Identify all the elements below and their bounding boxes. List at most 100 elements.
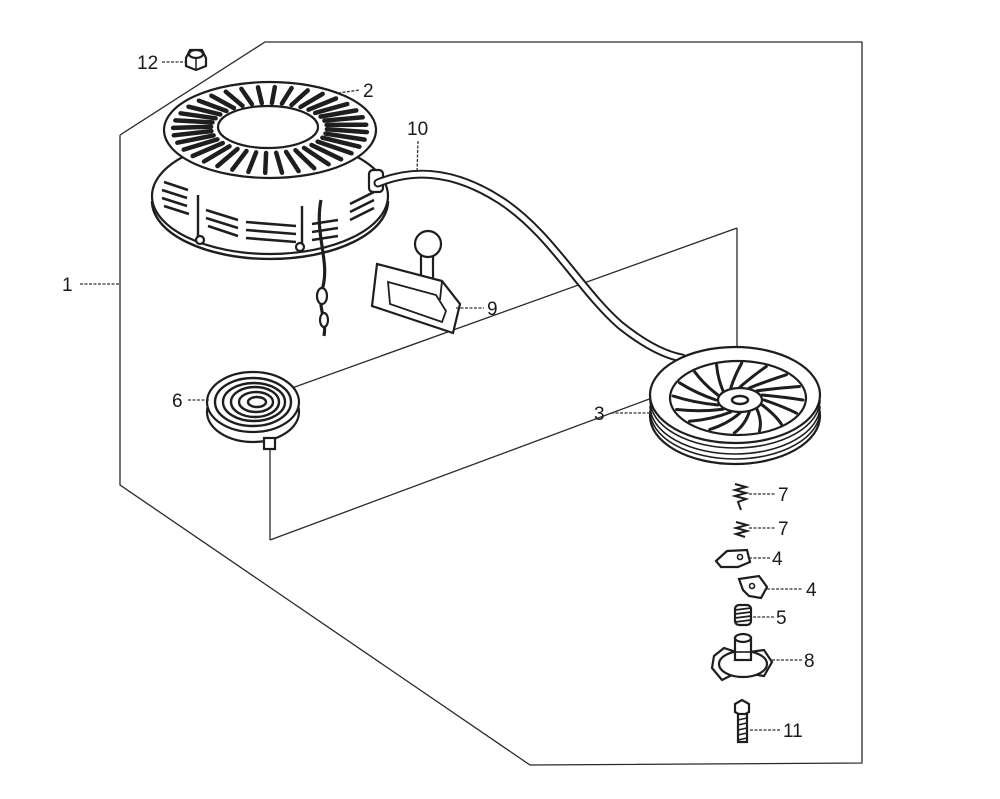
cover-vent-slot	[298, 91, 325, 110]
cover-vent-slot	[309, 142, 344, 162]
callout-label: 12	[137, 53, 158, 74]
cover-vent-slot	[323, 131, 367, 142]
cover-vent-slot	[201, 144, 232, 164]
leader-lines	[80, 61, 803, 731]
reel-spoke	[760, 393, 805, 402]
ratchet-pivot-upper	[736, 553, 744, 561]
cover-screw-boss-right	[294, 241, 306, 253]
cover-vent-slots	[170, 84, 370, 176]
leader-line	[337, 89, 361, 94]
cover-vent-slot	[196, 98, 229, 114]
friction-plate-hub-top	[733, 632, 753, 644]
cover-vent-slot	[223, 89, 245, 109]
cover-vent-slot	[186, 104, 223, 117]
reel-spoke	[708, 411, 742, 431]
spring-coil	[237, 390, 275, 414]
callout-label: 4	[806, 580, 817, 601]
screw-head	[733, 698, 751, 718]
cover-vent-slot	[318, 108, 359, 119]
callout-label: 8	[804, 651, 815, 672]
ratchet-spring-upper-drawing	[731, 483, 750, 511]
ratchet-upper-drawing	[714, 548, 752, 569]
callout-label: 9	[487, 299, 498, 320]
friction-plate-drawing	[710, 632, 774, 682]
cover-vent-slot	[306, 96, 339, 112]
cover-vent-slot	[322, 115, 365, 123]
callout-label: 1	[62, 275, 73, 296]
sub-assembly-frame	[269, 227, 738, 541]
reel-spoke	[678, 381, 718, 402]
spring-coil	[213, 376, 293, 428]
spring-coil	[221, 381, 287, 423]
reel-spoke	[747, 373, 788, 390]
callout-label: 11	[783, 721, 803, 742]
cover-vent-slot	[175, 133, 216, 145]
cord-knot-lower	[318, 311, 330, 329]
cover-vent-slot	[293, 147, 317, 171]
reel-spoke	[715, 363, 725, 393]
cover-vent-slot	[312, 101, 350, 116]
spiral-spring-drawing	[205, 370, 301, 451]
callout-labels: 12 2 10 1 9 6 3 7 7 4 4 5 8 11	[62, 53, 817, 742]
cover-vent-slot	[215, 146, 240, 169]
cover-vent-slot	[269, 84, 278, 106]
reel-spoke	[732, 410, 751, 435]
cover-vent-slot	[283, 149, 301, 174]
frame-line-lower-diagonal	[269, 397, 653, 541]
coil-spring-lower	[732, 521, 751, 538]
cover-vent-slot	[170, 124, 214, 131]
setting-screw-drawing	[733, 698, 751, 744]
callout-label: 10	[407, 119, 428, 140]
ratchet-spring-lower-drawing	[732, 521, 751, 538]
reel-spoke	[688, 410, 733, 423]
cover-vent-slot	[262, 150, 269, 176]
reel-drawing	[648, 345, 822, 466]
ratchet-pawl-upper	[714, 548, 752, 569]
cover-vent-slot	[301, 145, 331, 167]
reel-spoke	[671, 394, 720, 407]
ratchet-lower-drawing	[737, 574, 769, 600]
grip-window	[386, 280, 447, 324]
nut-drawing	[184, 48, 208, 72]
spring-top	[205, 370, 301, 434]
cover-vent-slot	[279, 85, 294, 106]
leader-line	[416, 140, 419, 173]
spring-coil-center	[246, 395, 268, 409]
cover-vent-slot	[246, 150, 259, 175]
screw-threads	[737, 717, 748, 741]
reel-rope-groove	[649, 410, 821, 460]
reel-spoke	[760, 403, 783, 426]
reel-spokes	[671, 361, 805, 435]
frame-line-upper-diagonal	[291, 227, 738, 389]
cover-center-opening	[216, 104, 320, 150]
spring-coils	[734, 607, 752, 623]
cover-vent-slot	[289, 88, 310, 108]
callout-label: 6	[172, 391, 183, 412]
reel-spoke	[755, 385, 801, 393]
callout-label: 5	[776, 608, 787, 629]
ratchet-pawl-lower	[737, 574, 769, 600]
cover-vent-slot	[209, 93, 237, 111]
cover-base-rim	[150, 200, 390, 261]
reel-spoke	[738, 365, 768, 389]
reel-spoke	[675, 407, 725, 413]
reel-spoke	[762, 398, 798, 415]
callout-label: 7	[778, 485, 789, 506]
nut-top	[187, 48, 205, 60]
cover-vent-slot	[324, 126, 370, 135]
reel-spoke	[693, 370, 720, 397]
grip-body	[370, 262, 462, 335]
spring-coil	[229, 385, 281, 419]
callout-label: 7	[778, 519, 789, 540]
compression-spring-drawing	[733, 603, 753, 627]
cover-vent-slot	[230, 148, 249, 172]
recoil-cover-drawing	[150, 80, 390, 337]
reel-spoke	[755, 407, 762, 433]
reel-spoke	[729, 361, 744, 390]
cover-vent-slot	[181, 137, 220, 152]
cover-side-louvers	[161, 180, 375, 244]
cover-vent-slot	[315, 139, 354, 156]
reel-rope-groove	[649, 399, 821, 449]
grip-knob	[413, 229, 443, 259]
cover-vent-slot	[178, 111, 218, 121]
